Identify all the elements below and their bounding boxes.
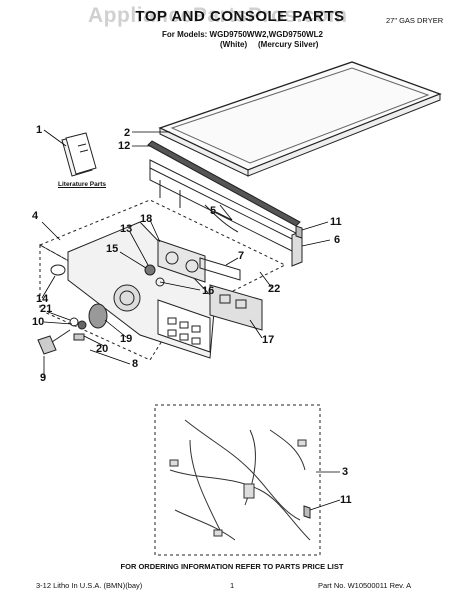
callout-2: 2: [124, 127, 131, 139]
knob-shaft: [73, 333, 85, 341]
callout-6: 6: [334, 234, 341, 246]
knob-spring: [77, 320, 87, 330]
callout-16: 16: [202, 285, 215, 297]
callout-14: 14: [36, 293, 49, 305]
encoder-nut: [155, 277, 165, 287]
ui-board: [157, 239, 206, 283]
light-ring: [50, 264, 66, 276]
knob-insert: [69, 317, 79, 327]
dryer-top-panel: [158, 61, 442, 177]
knob: [37, 335, 57, 355]
watermark: AppliancePartsPros.com: [88, 4, 348, 27]
callout-10: 10: [32, 316, 45, 328]
callout-22: 22: [268, 283, 281, 295]
part-number: Part No. W10500011 Rev. A: [318, 581, 412, 590]
console-panel: [67, 221, 216, 359]
ordering-note: FOR ORDERING INFORMATION REFER TO PARTS …: [120, 562, 344, 571]
literature-label: Literature Parts: [58, 181, 107, 188]
litho-label: 3-12 Litho In U.S.A. (BMN)(bay): [36, 581, 143, 590]
top-strip: [147, 140, 301, 227]
color-silver-label: (Mercury Silver): [258, 40, 319, 49]
encoder: [144, 264, 156, 276]
callout-18: 18: [140, 213, 153, 225]
page-number: 1: [230, 581, 235, 590]
callout-17: 17: [262, 334, 275, 346]
color-white-label: (White): [220, 40, 248, 49]
callout-11-top: 11: [330, 216, 342, 228]
harness-outline: [154, 404, 321, 556]
callout-20: 20: [96, 343, 109, 355]
callout-8: 8: [132, 358, 139, 370]
literature-booklet: [61, 132, 97, 177]
callout-4: 4: [32, 210, 39, 222]
control-switch: [199, 257, 241, 281]
control-board: [209, 284, 263, 331]
console-frame: [149, 159, 303, 267]
callout-11-bottom: 11: [340, 494, 352, 506]
page-title: TOP AND CONSOLE PARTS: [135, 8, 345, 25]
callout-13: 13: [120, 223, 133, 235]
callout-7: 7: [238, 250, 245, 262]
callout-19: 19: [120, 333, 133, 345]
screw-top: [295, 225, 303, 239]
callout-15: 15: [106, 243, 119, 255]
knob-dial: [88, 303, 108, 329]
callout-5: 5: [210, 205, 217, 217]
screw: [303, 505, 311, 519]
console-assembly-outline: [38, 199, 287, 321]
callout-12: 12: [118, 140, 131, 152]
models-line: For Models: WGD9750WW2,WGD9750WL2: [162, 30, 323, 39]
callout-1: 1: [36, 124, 43, 136]
callout-9: 9: [40, 372, 47, 384]
product-label: 27" GAS DRYER: [386, 16, 444, 25]
wire-harness: [169, 419, 311, 541]
callout-3: 3: [342, 466, 349, 478]
callout-21: 21: [40, 303, 53, 315]
